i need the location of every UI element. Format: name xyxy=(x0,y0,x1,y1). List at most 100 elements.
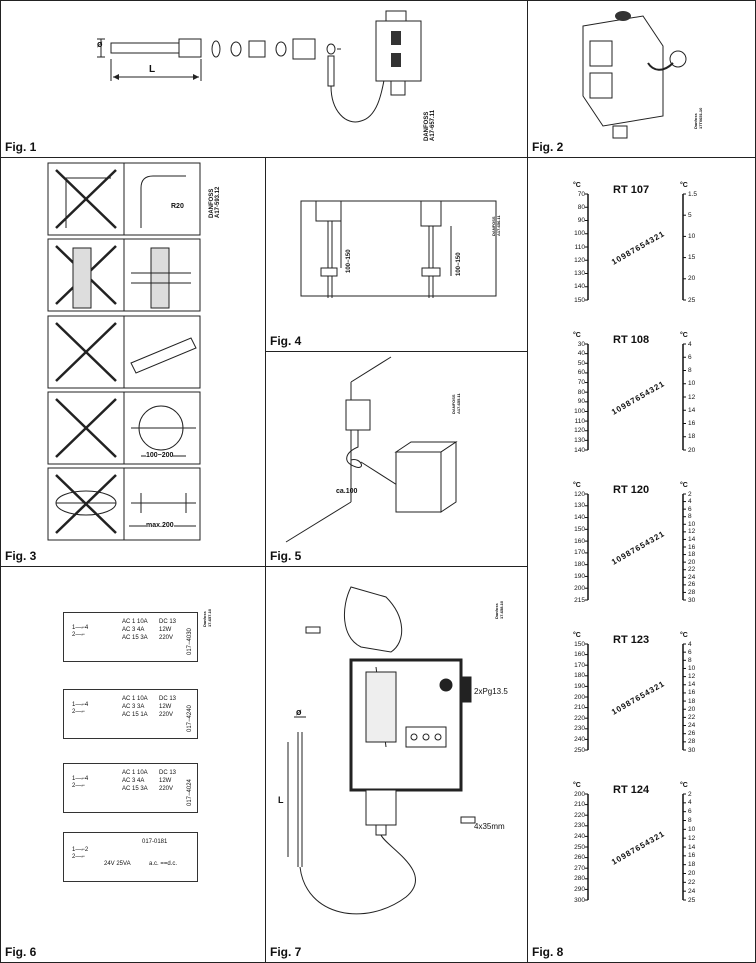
scale-tick-label-right: 18 xyxy=(688,861,696,869)
switch-contact-symbol: 1—⌐4 2—⌐ xyxy=(72,776,89,789)
scale-tick-label-right: 2 xyxy=(688,790,692,798)
scale-tick-label-left: 110 xyxy=(574,243,585,251)
scale-tick-label-right: 8 xyxy=(688,367,692,374)
fig2-drawing xyxy=(582,11,687,139)
scale-lines xyxy=(585,343,686,451)
switch-contact-symbol: 1—⌐4 2—⌐ xyxy=(72,625,89,638)
scale-tick-label-right: 24 xyxy=(688,887,696,895)
scale-tick-label-right: 6 xyxy=(688,353,692,361)
switch-contact-symbol: 1—⌐2 2—⌐ xyxy=(72,847,89,860)
figure-4-panel: 100−150 100−150 DANFOSS A17-656.11 Fig. … xyxy=(265,157,528,352)
scale-tick-label-right: 6 xyxy=(688,505,692,513)
scale-lines xyxy=(585,193,686,301)
switch-3-ac1: AC 1 10A xyxy=(122,770,148,776)
scale-tick-label-left: 160 xyxy=(574,537,585,545)
scale-tick-label-left: 160 xyxy=(574,651,585,659)
fig4-code: DANFOSS A17-656.11 xyxy=(491,215,501,236)
scale-tick-label-right: 4 xyxy=(688,498,692,506)
scale-tick-label-right: 12 xyxy=(688,528,696,536)
scale-tick-label-right: 15 xyxy=(688,254,696,262)
scale-tick-label-left: 80 xyxy=(577,388,585,396)
scale-tick-label-right: 25 xyxy=(688,896,696,904)
scale-tick-label-right: 14 xyxy=(688,843,696,851)
switch-1-220v: 220V xyxy=(159,635,174,641)
switch-1-ac1: AC 1 10A xyxy=(122,619,148,625)
fig6-label: Fig. 6 xyxy=(5,945,37,959)
fig3-code: DANFOSS A17-593.12 xyxy=(209,186,221,218)
scale-tick-label-left: 90 xyxy=(577,398,585,406)
scale-tick-label-left: 40 xyxy=(577,350,585,358)
scale-tick-label-right: 20 xyxy=(688,870,696,877)
scale-tick-label-left: 150 xyxy=(574,640,585,648)
scale-tick-label-left: 190 xyxy=(574,682,585,690)
fig5-ca100: ca.100 xyxy=(336,488,358,495)
fig5-label: Fig. 5 xyxy=(270,549,302,563)
scale-tick-label-right: 20 xyxy=(688,446,696,454)
switch-4-part: 017-0181 xyxy=(142,839,168,845)
scale-tick-label-left: 290 xyxy=(574,885,585,893)
fig1-dim-l: L xyxy=(149,64,156,75)
scale-tick-label-left: 270 xyxy=(574,864,585,872)
scale-tick-label-right: 22 xyxy=(688,566,696,574)
scale-tick-label-left: 120 xyxy=(574,490,585,498)
scale-tick-label-right: 12 xyxy=(688,393,696,401)
fig3-label: Fig. 3 xyxy=(5,549,37,563)
fig7-label: Fig. 7 xyxy=(270,945,302,959)
scale-tick-label-right: 10 xyxy=(688,664,696,672)
scale-tick-label-right: 26 xyxy=(688,581,696,589)
scale-tick-label-left: 120 xyxy=(574,427,585,435)
scale-tick-label-left: 100 xyxy=(574,230,585,238)
scale-tick-label-left: 200 xyxy=(574,693,585,701)
scale-tick-label-left: 70 xyxy=(577,190,585,198)
scale-tick-label-left: 250 xyxy=(574,843,585,851)
fig1-drawing xyxy=(97,10,422,123)
scale-tick-label-left: 190 xyxy=(574,572,585,580)
scale-unit-left: °C xyxy=(573,332,581,339)
scale-tick-label-left: 80 xyxy=(577,203,585,211)
scale-tick-label-right: 16 xyxy=(688,543,696,551)
scale-tick-label-left: 170 xyxy=(574,661,585,669)
scale-tick-label-left: 140 xyxy=(574,446,585,454)
scale-tick-label-right: 6 xyxy=(688,648,692,656)
scale-tick-label-right: 18 xyxy=(688,551,696,559)
scale-tick-label-right: 4 xyxy=(688,799,692,807)
scale-tick-label-left: 140 xyxy=(574,514,585,522)
fig1-code: DANFOSS A17-657.11 xyxy=(424,109,436,141)
fig5-drawing xyxy=(285,356,458,543)
scale-tick-label-left: 220 xyxy=(574,714,585,722)
switch-3-220v: 220V xyxy=(159,786,174,792)
switch-box-1: 1—⌐4 2—⌐ AC 1 10A AC 3 4A AC 15 3A DC 13… xyxy=(63,612,198,662)
scale-tick-label-right: 4 xyxy=(688,340,692,348)
scale-tick-label-right: 20 xyxy=(688,705,696,713)
scale-tick-label-right: 14 xyxy=(688,681,696,689)
figure-5-panel: ca.100 DANFOSS A17-655.11 Fig. 5 xyxy=(265,351,528,567)
scale-unit-right: °C xyxy=(680,182,688,189)
scale-tick-label-right: 18 xyxy=(688,697,696,705)
scale-unit-left: °C xyxy=(573,482,581,489)
scale-tick-label-right: 12 xyxy=(688,673,696,681)
scale-unit-right: °C xyxy=(680,782,688,789)
fig1-dim-d: ø xyxy=(97,39,103,49)
scale-tick-label-right: 20 xyxy=(688,558,696,566)
scale-tick-label-right: 10 xyxy=(688,380,696,388)
fig1-label: Fig. 1 xyxy=(5,140,37,154)
switch-contact-symbol: 1—⌐4 2—⌐ xyxy=(72,702,89,715)
switch-3-ac15: AC 15 3A xyxy=(122,786,148,792)
fig4-label: Fig. 4 xyxy=(270,334,302,348)
scale-tick-label-right: 8 xyxy=(688,513,692,521)
scale-tick-label-left: 50 xyxy=(577,359,585,367)
switch-2-part: 017−4240 xyxy=(187,705,193,732)
scale-tick-label-right: 14 xyxy=(688,535,696,543)
scale-title: RT 108 xyxy=(613,334,650,346)
scale-tick-label-left: 210 xyxy=(574,704,585,712)
scale-tick-label-right: 6 xyxy=(688,808,692,816)
switch-1-ac3: AC 3 4A xyxy=(122,627,145,633)
scale-tick-label-right: 30 xyxy=(688,596,696,604)
scale-tick-label-right: 30 xyxy=(688,746,696,754)
scale-tick-label-right: 22 xyxy=(688,713,696,721)
scale-tick-label-left: 180 xyxy=(574,672,585,680)
scale-tick-label-right: 10 xyxy=(688,825,696,833)
fig7-dim-l: L xyxy=(278,795,284,805)
